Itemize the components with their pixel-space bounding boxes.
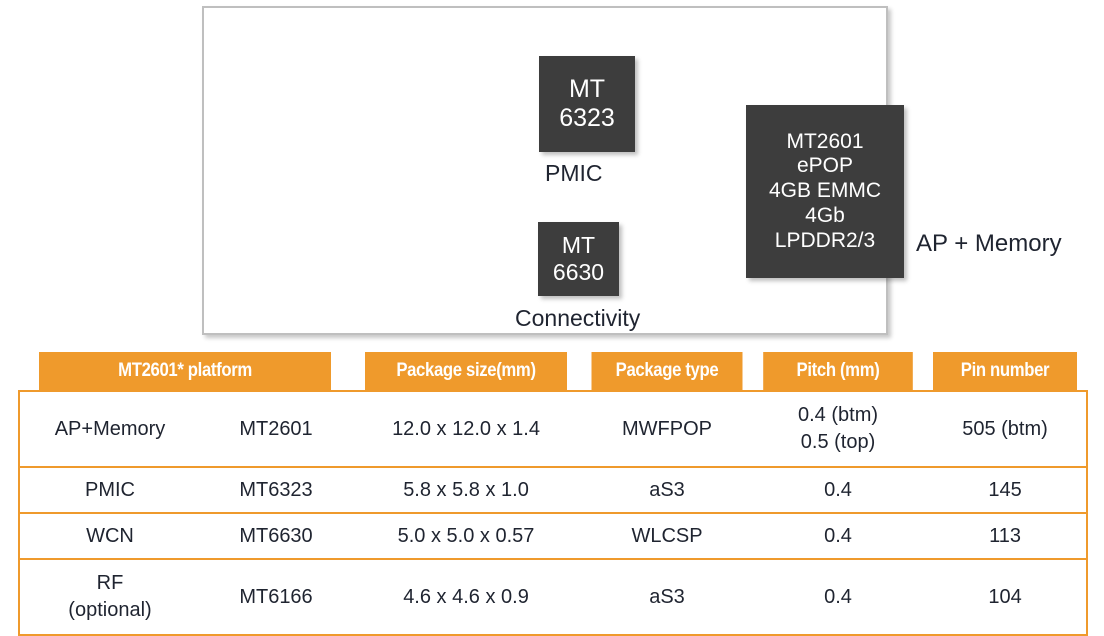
cell-pitch-line2: 0.5 (top) — [800, 431, 876, 453]
cell-part: MT6630 — [201, 512, 352, 560]
cell-package-size: 5.0 x 5.0 x 0.57 — [351, 512, 582, 560]
header-pin-number: Pin number — [932, 352, 1078, 391]
cell-package-size: 4.6 x 4.6 x 0.9 — [351, 558, 582, 636]
cell-part: MT6166 — [201, 558, 352, 636]
chip-caption-connectivity: Connectivity — [515, 305, 641, 331]
cell-pitch-line1: 0.4 (btm) — [798, 404, 879, 426]
cell-pin-number: 145 — [923, 466, 1089, 514]
chip-block-mt2601-epop: MT2601 ePOP 4GB EMMC 4Gb LPDDR2/3 — [746, 105, 904, 278]
cell-package-size: 12.0 x 12.0 x 1.4 — [351, 390, 582, 468]
cell-function-line2: (optional) — [68, 599, 152, 621]
cell-package-type: MWFPOP — [581, 390, 754, 468]
chip-mt2601-line1: MT2601 — [786, 129, 864, 153]
chip-block-mt6630: MT 6630 — [538, 222, 619, 296]
header-platform: MT2601* platform — [38, 352, 332, 391]
table-row: AP+Memory MT2601 12.0 x 12.0 x 1.4 MWFPO… — [18, 390, 1089, 468]
chip-mt6323-line2: 6323 — [559, 104, 615, 132]
chip-mt2601-line3: 4GB EMMC — [768, 179, 881, 203]
table-header-row: MT2601* platform Package size(mm) Packag… — [19, 352, 1087, 391]
cell-package-size: 5.8 x 5.8 x 1.0 — [351, 466, 582, 514]
table-row: PMIC MT6323 5.8 x 5.8 x 1.0 aS3 0.4 145 — [18, 466, 1089, 514]
platform-spec-table: MT2601* platform Package size(mm) Packag… — [18, 352, 1089, 636]
cell-function: AP+Memory — [18, 390, 201, 468]
cell-part: MT2601 — [201, 390, 352, 468]
chip-mt6630-line1: MT — [561, 231, 596, 258]
header-package-size: Package size(mm) — [364, 352, 568, 391]
cell-pin-number: 113 — [923, 512, 1089, 560]
chip-mt2601-line4: 4Gb — [805, 203, 845, 227]
header-package-type: Package type — [591, 352, 743, 391]
cell-pin-number: 104 — [923, 558, 1089, 636]
header-pitch: Pitch (mm) — [763, 352, 913, 391]
cell-function: WCN — [18, 512, 201, 560]
table-row: WCN MT6630 5.0 x 5.0 x 0.57 WLCSP 0.4 11… — [18, 512, 1089, 560]
chip-block-mt6323: MT 6323 — [539, 56, 635, 152]
cell-function: PMIC — [18, 466, 201, 514]
chip-mt2601-line5: LPDDR2/3 — [774, 228, 876, 252]
cell-part: MT6323 — [201, 466, 352, 514]
cell-pitch: 0.4 (btm) 0.5 (top) — [753, 390, 924, 468]
chip-mt6323-line1: MT — [568, 74, 606, 103]
cell-pin-number: 505 (btm) — [923, 390, 1089, 468]
cell-package-type: WLCSP — [581, 512, 754, 560]
block-diagram-panel: MT 6323 PMIC MT 6630 Connectivity MT2601… — [202, 6, 1062, 335]
cell-pitch: 0.4 — [753, 466, 924, 514]
chip-caption-pmic: PMIC — [545, 160, 603, 186]
cell-function-line1: RF — [96, 572, 124, 594]
chip-caption-ap-memory: AP + Memory — [916, 230, 1062, 257]
cell-pitch: 0.4 — [753, 512, 924, 560]
chip-mt6630-line2: 6630 — [552, 259, 605, 285]
cell-package-type: aS3 — [581, 558, 754, 636]
cell-pitch: 0.4 — [753, 558, 924, 636]
cell-function: RF (optional) — [18, 558, 201, 636]
table-row: RF (optional) MT6166 4.6 x 4.6 x 0.9 aS3… — [18, 558, 1089, 636]
cell-package-type: aS3 — [581, 466, 754, 514]
chip-mt2601-line2: ePOP — [796, 154, 854, 178]
